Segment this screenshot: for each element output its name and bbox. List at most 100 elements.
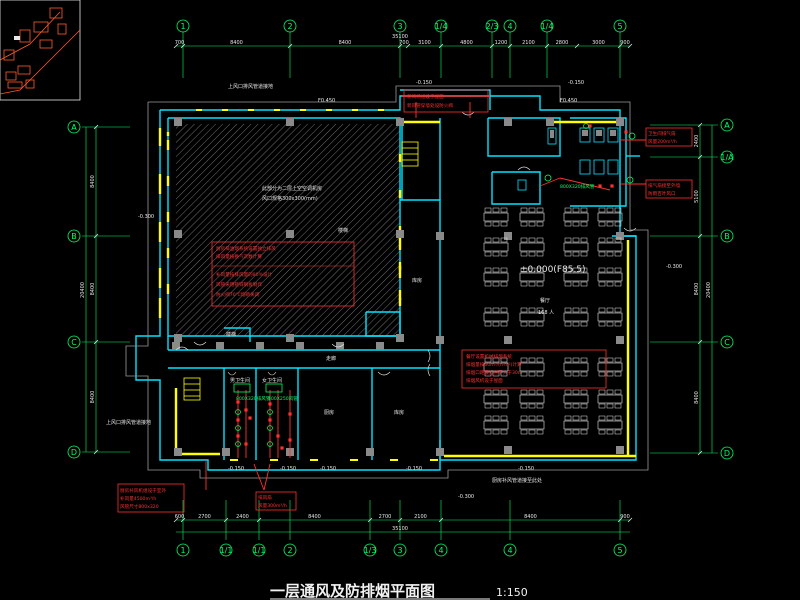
dim-right-value-2: 8400 [694, 283, 700, 296]
red-marker-1 [236, 418, 240, 422]
red-marker-0 [236, 400, 240, 404]
chair-a-17-0 [520, 357, 528, 363]
axis-right-3: C [720, 335, 734, 349]
chair-b-3-2 [614, 221, 622, 227]
chair-b-23-0 [598, 403, 606, 409]
chair-b-2-2 [580, 221, 588, 227]
chair-a-13-2 [536, 307, 544, 313]
dim-left-tick-1 [93, 233, 99, 239]
level-outdoor-bottom-4: -0.150 [228, 466, 244, 472]
chair-a-9-0 [520, 267, 528, 273]
axis-bottom-1-circle [219, 543, 233, 557]
dining-table-22 [563, 389, 589, 409]
column-29 [336, 342, 344, 350]
chair-b-10-1 [572, 281, 580, 287]
chair-b-6-0 [564, 251, 572, 257]
dim-left-value-0: 8400 [90, 175, 96, 188]
red-note-bottom-small-1: 风量300m³/h [258, 502, 287, 509]
table-top-23 [597, 394, 623, 404]
axis-top-4: 2/3 [486, 19, 498, 33]
chair-a-23-2 [614, 389, 622, 395]
axis-bottom-7-label: 4 [507, 546, 512, 555]
axis-top-0-label: 1 [180, 22, 185, 31]
red-note-box-restaurant: 餐厅设置机械排烟系统 排烟量按60m³/(h·m²)计算 排烟口距最远点不大于3… [461, 349, 607, 389]
level-outdoor-bottom-5: -0.150 [320, 466, 336, 472]
axis-top-6-label: 1/4 [541, 22, 554, 31]
table-top-21 [519, 394, 545, 404]
dining-table-21 [519, 389, 545, 409]
chair-a-11-2 [614, 267, 622, 273]
dining-table-8 [483, 267, 509, 287]
table-top-13 [519, 312, 545, 322]
dim-left-tick-2 [93, 339, 99, 345]
chair-b-6-2 [580, 251, 588, 257]
dim-top-value-6: 1200 [495, 40, 508, 46]
dim-top-value-9: 3000 [592, 40, 605, 46]
column-26 [216, 342, 224, 350]
chair-a-21-2 [536, 389, 544, 395]
room-label-male-wc: 男卫生间 [230, 377, 250, 384]
dim-bottom-tick-5 [397, 517, 403, 523]
chair-b-25-0 [520, 429, 528, 435]
dim-top-value-5: 4800 [460, 40, 473, 46]
dining-table-26 [563, 415, 589, 435]
chair-a-10-0 [564, 267, 572, 273]
dim-bottom-total: 35100 [392, 526, 408, 532]
red-note-restaurant-2: 排烟口距最远点不大于30m [466, 369, 523, 376]
level-outdoor-bottom-2: -0.150 [518, 466, 534, 472]
axis-top-3-circle [434, 19, 448, 33]
axis-bottom-8: 5 [613, 543, 627, 557]
axis-bottom-0-label: 1 [180, 546, 185, 555]
chair-a-7-0 [598, 237, 606, 243]
axis-left-2-label: C [71, 338, 77, 347]
dim-right-tick-3 [697, 339, 703, 345]
chair-b-14-2 [580, 321, 588, 327]
axis-bottom-1: 1/1 [219, 543, 233, 557]
dim-top-tick-3 [397, 43, 403, 49]
door-swings [175, 111, 637, 377]
chair-b-23-2 [614, 403, 622, 409]
chair-a-23-1 [606, 389, 614, 395]
chair-a-8-2 [500, 267, 508, 273]
wc-fan-note-c: 800X320排风管 [560, 183, 595, 190]
chair-a-18-2 [580, 357, 588, 363]
dining-table-15 [597, 307, 623, 327]
red-marker-15 [624, 130, 628, 134]
red-marker-14 [588, 124, 592, 128]
axis-right-2-label: B [724, 232, 730, 241]
dim-bottom-value-4: 2700 [379, 514, 392, 520]
column-16 [504, 446, 512, 454]
chair-a-11-0 [598, 267, 606, 273]
column-9 [504, 118, 512, 126]
chair-b-1-0 [520, 221, 528, 227]
chair-b-24-1 [492, 429, 500, 435]
axis-bottom-5: 3 [393, 543, 407, 557]
red-note-right-0: 卫生间排气扇 [648, 130, 676, 137]
red-marker-10 [280, 446, 284, 450]
chair-a-9-1 [528, 267, 536, 273]
dining-table-6 [563, 237, 589, 257]
axis-right-2: B [720, 229, 734, 243]
column-7 [286, 334, 294, 342]
axis-bottom-6-label: 4 [438, 546, 443, 555]
axis-bottom-2: 1/1 [253, 543, 265, 557]
chair-b-12-2 [500, 321, 508, 327]
dim-right-value-3: 8400 [694, 391, 700, 404]
red-note-top-0: 新风机组设于屋面 [407, 93, 444, 100]
dining-table-9 [519, 267, 545, 287]
chair-b-9-2 [536, 281, 544, 287]
chair-b-4-1 [492, 251, 500, 257]
chair-a-14-1 [572, 307, 580, 313]
column-11 [616, 118, 624, 126]
room-label-restaurant: 餐厅 [540, 297, 550, 304]
chair-a-22-2 [580, 389, 588, 395]
axis-top-3: 1/4 [434, 19, 448, 33]
chair-b-11-1 [606, 281, 614, 287]
chair-b-24-0 [484, 429, 492, 435]
chair-a-0-2 [500, 207, 508, 213]
chair-a-7-1 [606, 237, 614, 243]
table-top-3 [597, 212, 623, 222]
dim-top-tick-0 [173, 43, 179, 49]
